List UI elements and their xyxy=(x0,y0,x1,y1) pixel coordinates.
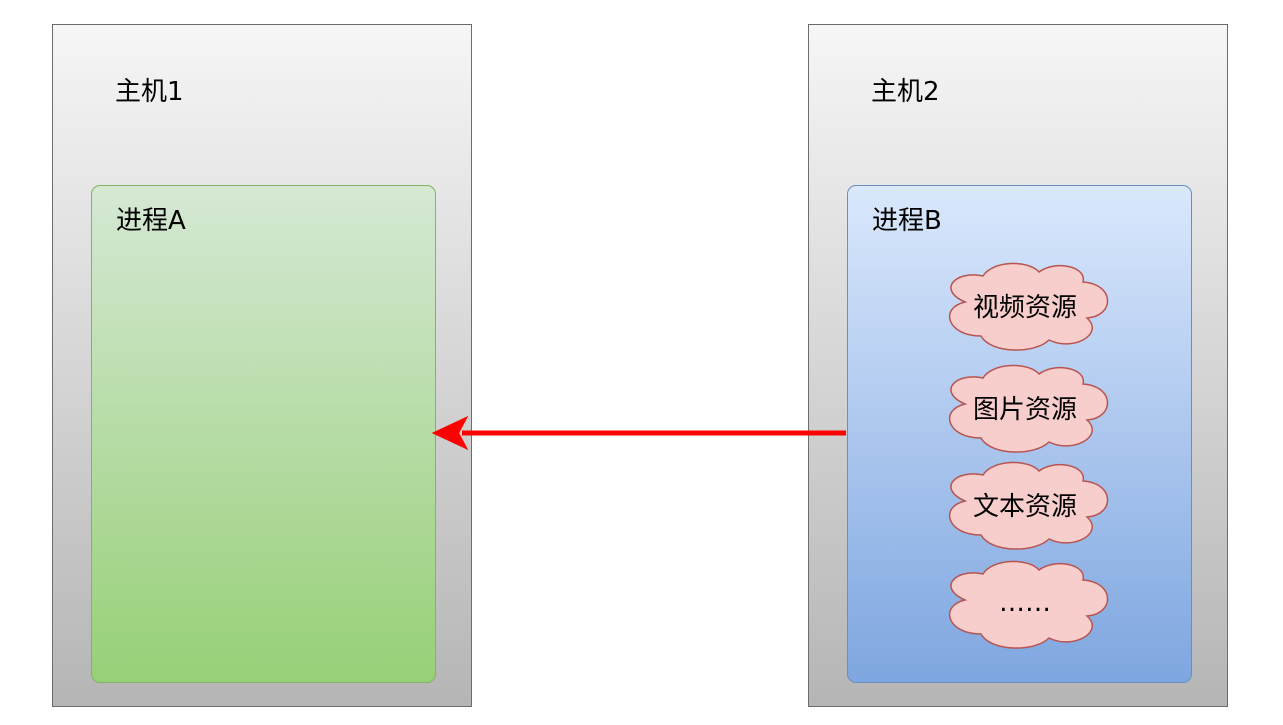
image-resource-cloud: 图片资源 xyxy=(937,362,1113,453)
more-resources-cloud: …… xyxy=(937,558,1113,649)
process-b-label: 进程B xyxy=(872,206,942,236)
video-resource-cloud: 视频资源 xyxy=(937,260,1113,351)
cloud-shape-icon xyxy=(948,364,1109,453)
host-2-label: 主机2 xyxy=(871,77,940,107)
more-resources-label: …… xyxy=(999,588,1051,618)
cloud-shape-icon xyxy=(948,262,1109,351)
process-a-box: 进程A xyxy=(91,185,436,683)
process-b-box: 进程B 视频资源 图片资源 文本资源 …… xyxy=(847,185,1192,683)
text-resource-label: 文本资源 xyxy=(972,491,1077,522)
cloud-shape-icon xyxy=(948,560,1109,649)
host-2-box: 主机2 进程B 视频资源 图片资源 文本资源 …… xyxy=(808,24,1228,707)
text-resource-cloud: 文本资源 xyxy=(937,459,1113,550)
host-1-label: 主机1 xyxy=(115,77,184,107)
cloud-shape-icon xyxy=(948,461,1109,550)
process-a-label: 进程A xyxy=(116,206,186,236)
image-resource-label: 图片资源 xyxy=(972,394,1077,425)
host-1-box: 主机1 进程A xyxy=(52,24,472,707)
video-resource-label: 视频资源 xyxy=(972,292,1077,323)
